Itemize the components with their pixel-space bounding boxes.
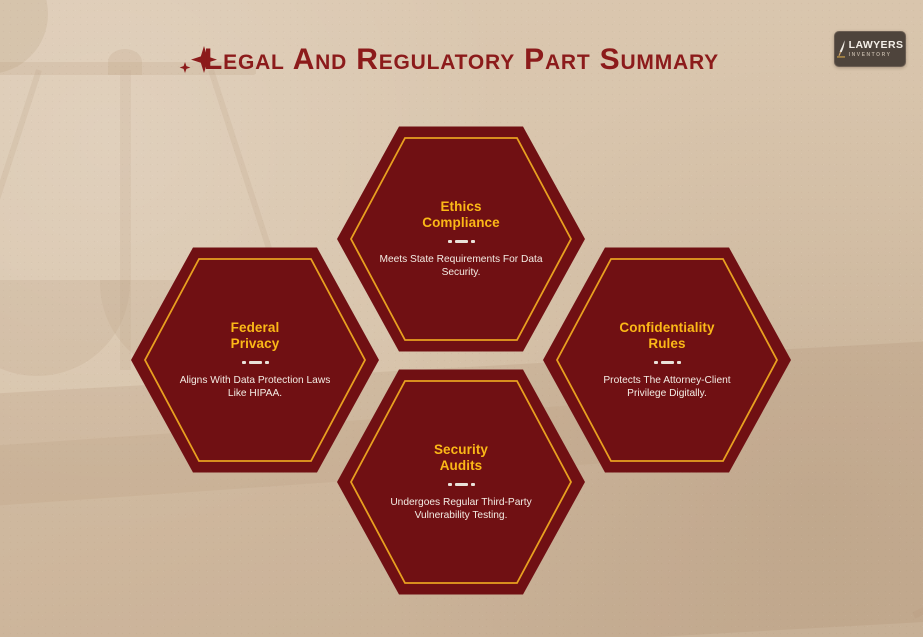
card-title-line2: Rules [648, 336, 686, 352]
brand-name-primary: LAWYERS [848, 39, 904, 52]
card-content: Confidentiality Rules Protects The Attor… [585, 320, 749, 401]
card-title: Confidentiality Rules [585, 320, 749, 353]
brand-logo[interactable]: LAWYERS INVENTORY [834, 31, 906, 67]
card-title-line1: Federal [230, 319, 280, 335]
scales-rope-left [0, 69, 42, 290]
quill-pen-icon [836, 40, 845, 58]
card-content: Security Audits Undergoes Regular Third-… [379, 442, 543, 523]
sparkle-icon [179, 46, 217, 73]
scales-pan-left [0, 280, 130, 376]
brand-name-secondary: INVENTORY [848, 51, 892, 58]
page-header: Legal And Regulatory Part Summary [0, 44, 923, 76]
page-title: Legal And Regulatory Part Summary [204, 43, 719, 76]
scales-post [120, 70, 131, 370]
card-content: Ethics Compliance Meets State Requiremen… [379, 199, 543, 280]
card-body: Protects The Attorney-Client Privilege D… [603, 374, 731, 399]
card-divider [647, 361, 687, 365]
card-title-line1: Confidentiality [619, 319, 715, 335]
card-title: Security Audits [379, 442, 543, 475]
card-body: Meets State Requirements For Data Securi… [379, 253, 543, 278]
card-ethics-compliance[interactable]: Ethics Compliance Meets State Requiremen… [337, 126, 585, 352]
card-title-line2: Audits [439, 458, 483, 474]
card-title: Ethics Compliance [379, 199, 543, 232]
card-confidentiality-rules[interactable]: Confidentiality Rules Protects The Attor… [543, 247, 791, 473]
card-federal-privacy[interactable]: Federal Privacy Aligns With Data Protect… [131, 247, 379, 473]
brand-logo-text: LAWYERS INVENTORY [849, 40, 904, 58]
card-title: Federal Privacy [173, 320, 337, 353]
card-body: Undergoes Regular Third-Party Vulnerabil… [390, 496, 532, 521]
card-title-line2: Privacy [230, 336, 280, 352]
card-divider [235, 361, 275, 365]
card-title-line2: Compliance [422, 215, 500, 231]
card-title-line1: Ethics [440, 198, 482, 214]
card-body: Aligns With Data Protection Laws Like HI… [179, 374, 331, 399]
card-title-line1: Security [433, 441, 489, 457]
card-divider [441, 483, 481, 487]
card-security-audits[interactable]: Security Audits Undergoes Regular Third-… [337, 369, 585, 595]
card-divider [441, 240, 481, 244]
card-content: Federal Privacy Aligns With Data Protect… [173, 320, 337, 401]
